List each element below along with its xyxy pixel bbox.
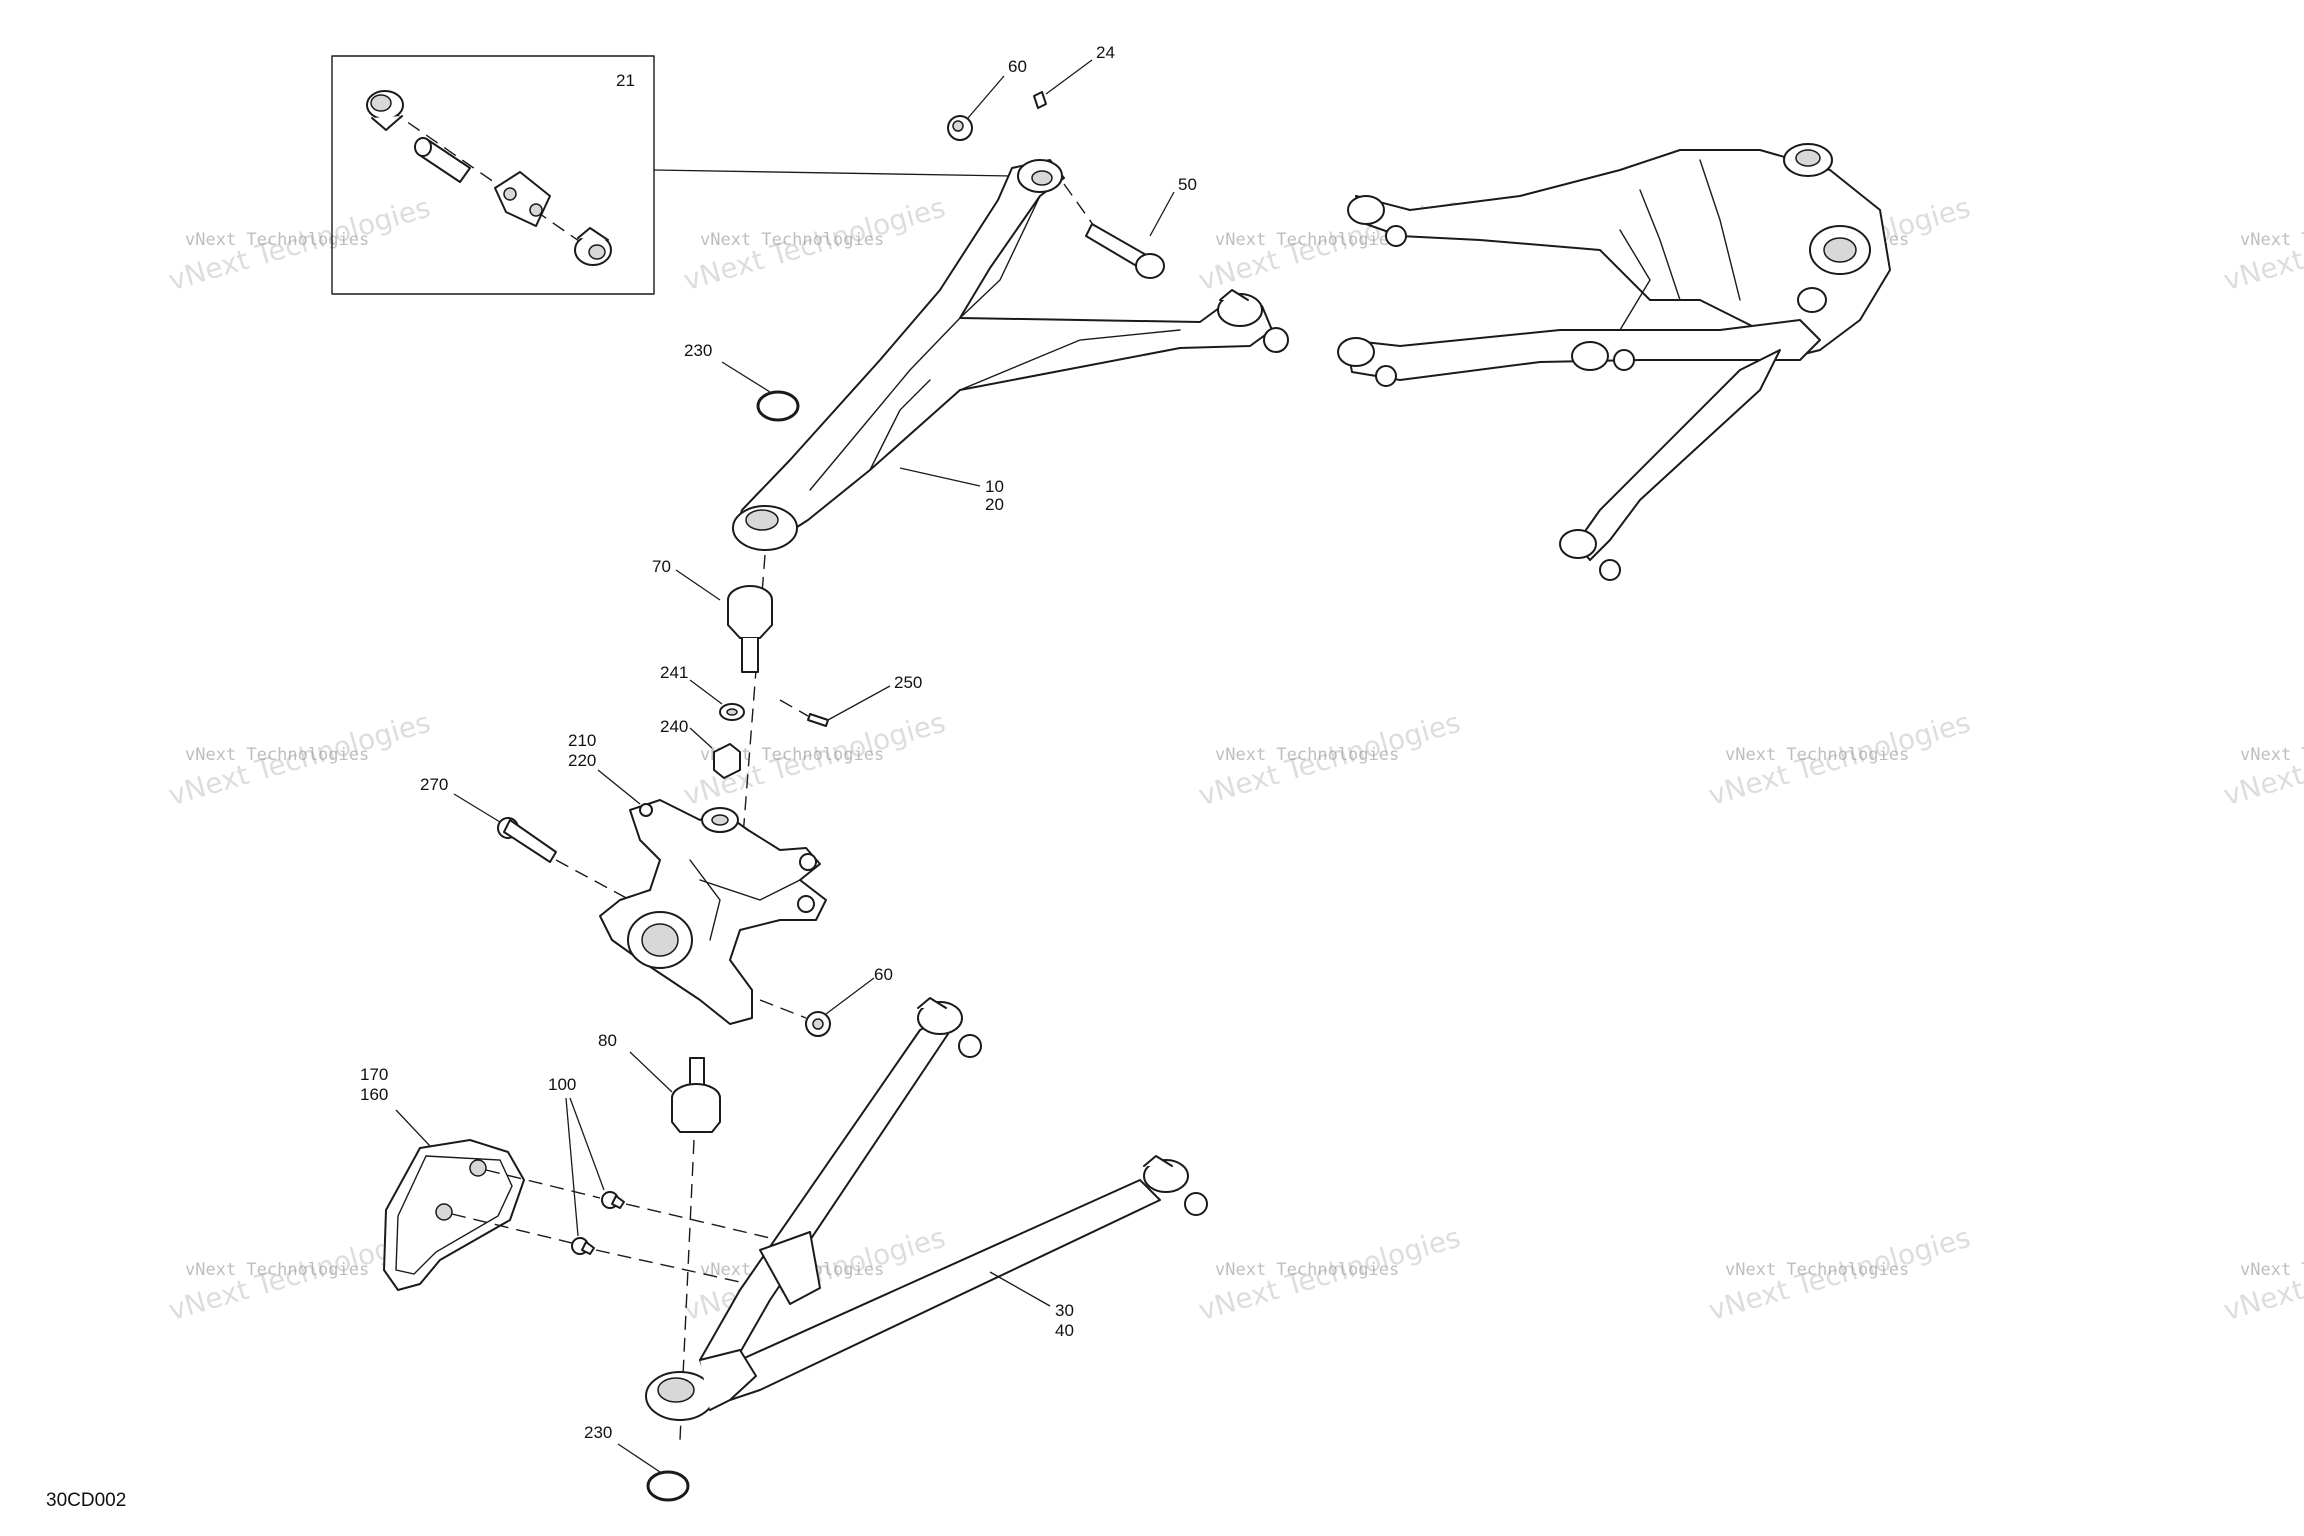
callout-270: 270 xyxy=(420,775,448,794)
screw-icon xyxy=(571,1237,595,1255)
nut-60-mid: 60 xyxy=(759,965,893,1037)
callout-50: 50 xyxy=(1178,175,1197,194)
pivot-icon xyxy=(1797,287,1827,313)
svg-text:vNext Technologies: vNext Technologies xyxy=(1215,1260,1399,1280)
svg-text:vNext Technologies: vNext Technologies xyxy=(185,1260,369,1280)
callout-40: 40 xyxy=(1055,1321,1074,1340)
lower-a-arm: 30 40 xyxy=(645,997,1208,1421)
screws-100: 100 xyxy=(548,1075,771,1283)
watermark: vNext Technologies vNext Technologies xyxy=(1705,1221,1974,1327)
circlip-230-bottom: 230 xyxy=(584,1423,690,1502)
upper-pivot-front-icon xyxy=(1017,159,1063,193)
svg-text:vNext Technologies: vNext Technologies xyxy=(700,230,884,250)
callout-210: 210 xyxy=(568,731,596,750)
callout-170: 170 xyxy=(360,1065,388,1084)
cotter-pin-250: 250 xyxy=(779,673,922,727)
callout-240: 240 xyxy=(660,717,688,736)
castle-nut-240: 240 xyxy=(660,717,741,779)
assembled-suspension-view xyxy=(1337,143,1891,581)
callout-24: 24 xyxy=(1096,43,1115,62)
bushing-kit-detail-box: 21 xyxy=(331,55,1013,295)
watermark: vNext Technologies vNext Technologies xyxy=(680,191,949,297)
callout-10: 10 xyxy=(985,477,1004,496)
callout-160: 160 xyxy=(360,1085,388,1104)
svg-text:vNext Technologies: vNext Technologies xyxy=(2240,230,2304,250)
callout-20: 20 xyxy=(985,495,1004,514)
callout-241: 241 xyxy=(660,663,688,682)
upper-pivot-rear-icon xyxy=(1217,289,1289,353)
callout-21: 21 xyxy=(616,71,635,90)
bushing-cap-icon xyxy=(366,90,404,131)
callout-70: 70 xyxy=(652,557,671,576)
svg-text:vNext Technologies: vNext Technologies xyxy=(1215,230,1399,250)
callout-220: 220 xyxy=(568,751,596,770)
steering-knuckle: 210 220 xyxy=(568,731,827,1025)
callout-230-bottom: 230 xyxy=(584,1423,612,1442)
callout-30: 30 xyxy=(1055,1301,1074,1320)
skid-guard: 170 160 xyxy=(360,1065,601,1291)
callout-80: 80 xyxy=(598,1031,617,1050)
clip-24: 24 xyxy=(1033,43,1115,109)
bushing-flange-icon xyxy=(574,227,612,266)
callout-230-top: 230 xyxy=(684,341,712,360)
bushing-sleeve-icon xyxy=(414,137,471,183)
watermark: vNext Technologies vNext Technologies xyxy=(1195,1221,1464,1327)
svg-text:vNext Technologies: vNext Technologies xyxy=(2240,1260,2304,1280)
drawing-code: 30CD002 xyxy=(46,1490,126,1511)
ball-joint-eye-icon xyxy=(732,505,798,551)
pivot-icon xyxy=(1347,195,1407,247)
svg-text:vNext Technologies: vNext Technologies xyxy=(185,230,369,250)
svg-text:vNext Technologies: vNext Technologies xyxy=(2240,745,2304,765)
pivot-icon xyxy=(1337,337,1397,387)
watermark: vNext Technologies vNext Technologies xyxy=(1195,706,1464,812)
svg-text:vNext Technologies: vNext Technologies xyxy=(700,745,884,765)
callout-250: 250 xyxy=(894,673,922,692)
ball-joint-80: 80 xyxy=(598,1031,721,1441)
pivot-icon xyxy=(1559,529,1621,581)
pivot-icon xyxy=(1571,341,1635,371)
watermark: vNext Technologies vNext Technologies xyxy=(2220,191,2304,297)
bolt-50: 50 xyxy=(1063,175,1197,279)
lower-pivot-front-icon xyxy=(917,997,982,1058)
watermark: vNext Technologies vNext Technologies xyxy=(1705,706,1974,812)
washer-241: 241 xyxy=(660,663,745,721)
svg-text:vNext Technologies: vNext Technologies xyxy=(1725,745,1909,765)
watermark: vNext Technologies vNext Technologies xyxy=(165,706,434,812)
svg-text:vNext Technologies: vNext Technologies xyxy=(1215,745,1399,765)
nut-60-top: 60 xyxy=(947,57,1027,141)
circlip-230-top: 230 xyxy=(684,341,800,422)
watermark: vNext Technologies vNext Technologies xyxy=(2220,1221,2304,1327)
svg-text:vNext Technologies: vNext Technologies xyxy=(1725,1260,1909,1280)
watermark: vNext Technologies vNext Technologies xyxy=(165,191,434,297)
upper-a-arm: 10 20 xyxy=(732,159,1289,551)
watermark: vNext Technologies vNext Technologies xyxy=(2220,706,2304,812)
watermark: vNext Technologies vNext Technologies xyxy=(1195,191,1464,297)
svg-text:vNext Technologies: vNext Technologies xyxy=(185,745,369,765)
bolt-270: 270 xyxy=(420,775,631,901)
bracket-spacer-icon xyxy=(494,171,551,227)
callout-60-top: 60 xyxy=(1008,57,1027,76)
callout-100: 100 xyxy=(548,1075,576,1094)
screw-icon xyxy=(601,1191,625,1209)
lower-pivot-rear-icon xyxy=(1143,1155,1208,1216)
callout-60-mid: 60 xyxy=(874,965,893,984)
